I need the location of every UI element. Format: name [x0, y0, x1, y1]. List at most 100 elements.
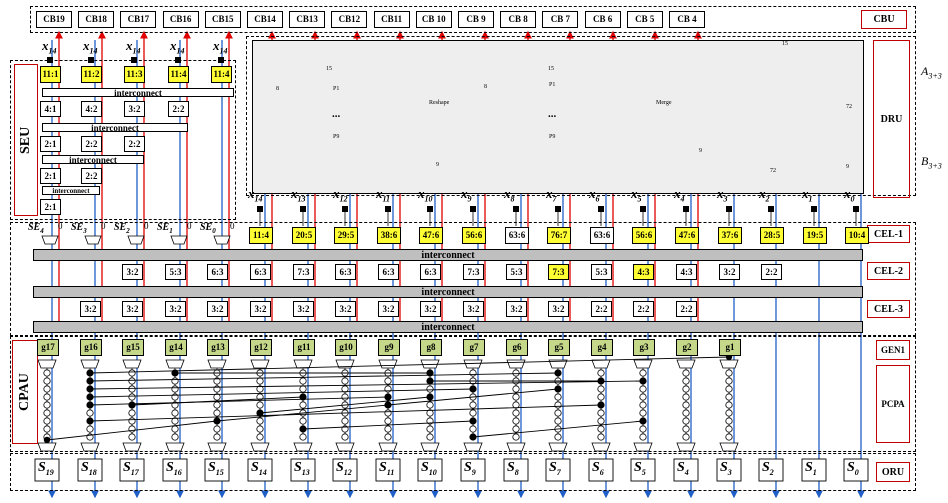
dru-label: DRU — [873, 40, 910, 198]
s-label-19: S0 — [847, 460, 859, 477]
x-pin-4 — [427, 206, 433, 212]
p-width-label: 15 — [326, 66, 332, 72]
cel2-box-15: 2:2 — [761, 264, 782, 280]
pcpa-node-0-1 — [43, 377, 51, 385]
cel3-box-11: 3:2 — [548, 301, 569, 317]
cel1-box-9: 56:6 — [632, 227, 656, 244]
x-label-11: x3 — [717, 186, 728, 204]
s-label-1: S18 — [81, 460, 97, 477]
gen-box-7: g10 — [335, 339, 357, 356]
gen-box-4: g13 — [207, 339, 229, 356]
carry-dot-a-9 — [256, 409, 264, 417]
oru-region — [10, 453, 916, 491]
pcpa-node-0-7 — [43, 425, 51, 433]
carry-link-7 — [387, 388, 559, 406]
merge-label: Merge — [656, 100, 672, 106]
pcpa-node-5-2 — [256, 385, 264, 393]
pcpa-node-5-7 — [256, 425, 264, 433]
pcpa-node-10-4 — [469, 401, 477, 409]
carry-dot-a-13 — [299, 425, 307, 433]
x-pin-14 — [853, 206, 859, 212]
pyramid-side-label: 9 — [699, 148, 702, 154]
seu-row1-box-2: 11:3 — [124, 66, 145, 83]
cbu-region — [30, 6, 916, 33]
pcpa-node-16-6 — [725, 417, 733, 425]
se-zero-0: 0 — [58, 221, 63, 231]
s-box-14 — [630, 458, 656, 482]
s-label-7: S12 — [336, 460, 352, 477]
a-input-label: A3+3 — [921, 64, 942, 81]
seu-x-pin-4 — [218, 57, 224, 63]
pcpa-mux-14 — [633, 359, 653, 369]
cel-interconnect-1: interconnect — [33, 249, 863, 261]
carry-dot-b-3 — [469, 385, 477, 393]
cel3-box-13: 2:2 — [633, 301, 654, 317]
s-label-0: S19 — [38, 460, 54, 477]
se-mux-1 — [84, 235, 102, 245]
pcpa-node-15-0 — [682, 369, 690, 377]
cel2-box-11: 5:3 — [591, 264, 612, 280]
pcpa-node-2-1 — [128, 377, 136, 385]
seu-interconnect-1: interconnect — [42, 88, 234, 98]
pcpa-node-13-6 — [597, 417, 605, 425]
pcpa-node-16-8 — [725, 433, 733, 441]
cel2-box-9: 5:3 — [506, 264, 527, 280]
s-label-9: S10 — [421, 460, 437, 477]
s-box-11 — [503, 458, 529, 482]
cel3-box-14: 2:2 — [676, 301, 697, 317]
s-box-7 — [332, 458, 358, 482]
pcpa-node-11-0 — [512, 369, 520, 377]
pcpa-node-0-2 — [43, 385, 51, 393]
pcpa-node-13-5 — [597, 409, 605, 417]
pcpa-mux-3 — [165, 359, 185, 369]
cel3-box-10: 3:2 — [506, 301, 527, 317]
seu-interconnect-4: interconnect — [42, 186, 100, 195]
carry-dot-a-5 — [43, 436, 51, 444]
pcpa-mux-4 — [207, 359, 227, 369]
pcpa-node-9-5 — [426, 409, 434, 417]
cel1-box-1: 20:5 — [292, 227, 316, 244]
pcpa-node-6-4 — [299, 401, 307, 409]
gen-box-3: g14 — [165, 339, 187, 356]
pcpa-node-14-3 — [639, 393, 647, 401]
cel1-box-3: 38:6 — [377, 227, 401, 244]
cel1-label: CEL-1 — [867, 225, 910, 243]
pcpa-node-15-4 — [682, 401, 690, 409]
cel1-box-4: 47:6 — [419, 227, 443, 244]
carry-link-13 — [302, 420, 474, 430]
pcpa-node-12-6 — [554, 417, 562, 425]
se-mux-0 — [41, 235, 59, 245]
s-box-10 — [460, 458, 486, 482]
cel3-box-7: 3:2 — [378, 301, 399, 317]
x-label-5: x9 — [461, 186, 472, 204]
cb-box-11: CB 8 — [500, 11, 537, 28]
pyramid-width-label: 15 — [782, 41, 788, 47]
pcpa-mux-6 — [293, 359, 313, 369]
pcpa-node-16-4 — [725, 401, 733, 409]
cel1-box-10: 47:6 — [675, 227, 699, 244]
pcpa-node-9-8 — [426, 433, 434, 441]
gen-box-12: g5 — [548, 339, 570, 356]
cb-box-12: CB 7 — [542, 11, 579, 28]
cel1-box-8: 63:6 — [590, 227, 614, 244]
pcpa-node-14-2 — [639, 385, 647, 393]
carry-dot-a-11 — [426, 377, 434, 385]
cb-box-1: CB18 — [78, 11, 115, 28]
carry-dot-b-8 — [597, 401, 605, 409]
se-zero-2: 0 — [144, 221, 149, 231]
pcpa-node-9-7 — [426, 425, 434, 433]
pcpa-node-4-7 — [213, 425, 221, 433]
s-box-3 — [162, 458, 188, 482]
cel3-box-8: 3:2 — [420, 301, 441, 317]
se-mux-4 — [213, 235, 231, 245]
cel1-box-11: 37:6 — [718, 227, 742, 244]
seu-x-label-4: x14 — [213, 38, 228, 56]
seu-row2-box-0: 4:1 — [40, 101, 61, 117]
seu-x-pin-2 — [131, 57, 137, 63]
pcpa-node-2-8 — [128, 433, 136, 441]
carry-dot-b-9 — [426, 393, 434, 401]
right-bottom-label: 9 — [846, 164, 849, 170]
carry-dot-a-0 — [86, 369, 94, 377]
carry-dot-b-2 — [639, 377, 647, 385]
x-pin-11 — [726, 206, 732, 212]
